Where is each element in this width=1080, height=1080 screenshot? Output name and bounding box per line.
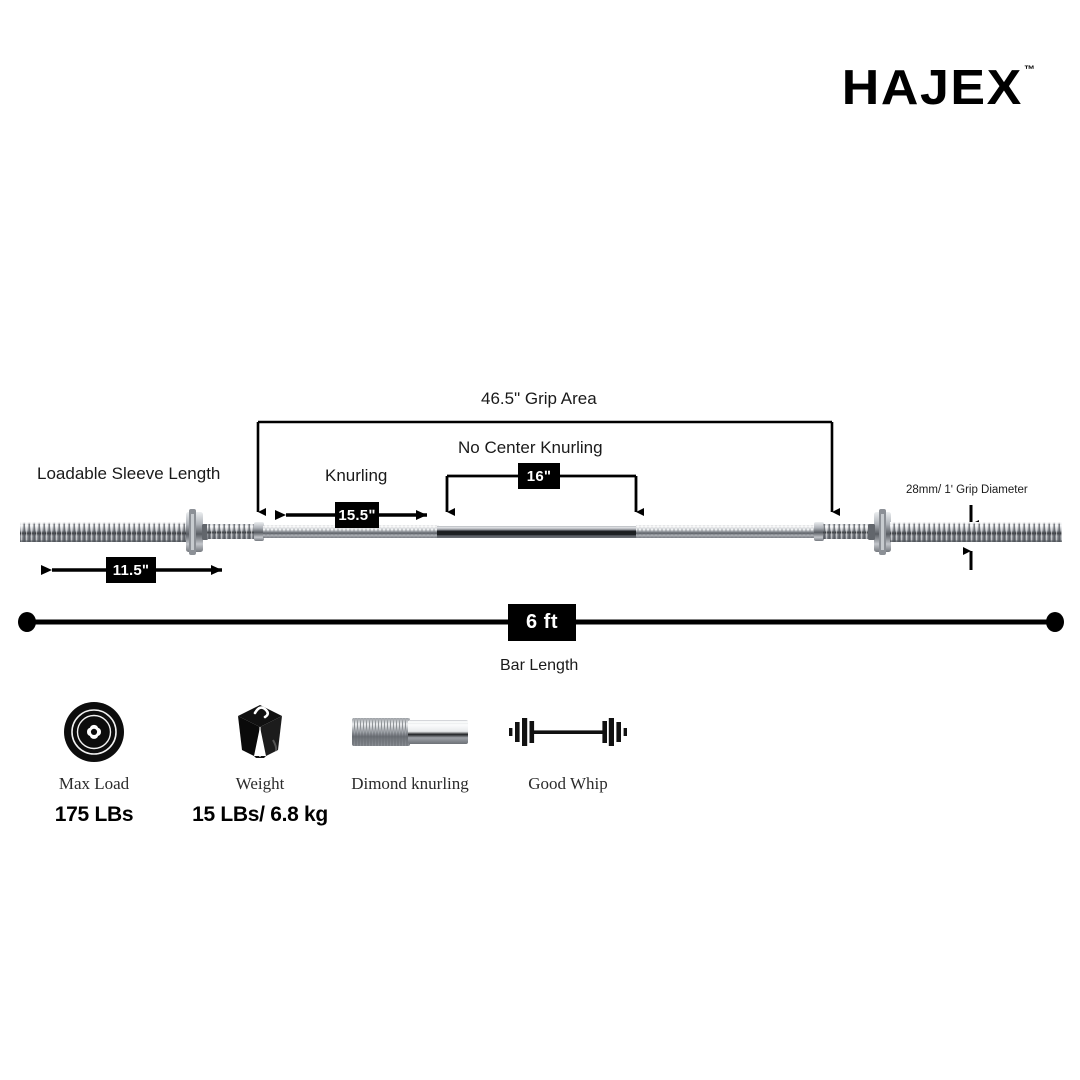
feature-weight: Weight 15 LBs/ 6.8 kg bbox=[182, 700, 338, 827]
sleeve-measurement-badge: 11.5ʺ bbox=[106, 557, 156, 583]
feature-max-load: Max Load 175 LBs bbox=[30, 700, 158, 827]
left-shaft-shoulder bbox=[254, 522, 264, 541]
left-loadable-sleeve bbox=[20, 522, 192, 542]
feature-label: Weight bbox=[235, 774, 285, 793]
weight-plate-icon bbox=[30, 700, 158, 764]
feature-value: 175 LBs bbox=[54, 803, 134, 826]
bar-length-badge: 6 ft bbox=[508, 604, 576, 641]
feature-good-whip: Good Whip bbox=[490, 700, 646, 803]
grip-area-label: 46.5ʺ Grip Area bbox=[481, 389, 597, 408]
center-smooth-shaft bbox=[437, 526, 638, 538]
barbell-icon bbox=[490, 700, 646, 764]
knurling-measurement-badge: 15.5ʺ bbox=[335, 502, 379, 528]
trademark-symbol: ™ bbox=[1024, 64, 1035, 76]
right-shaft-shoulder bbox=[814, 522, 824, 541]
feature-label: Dimond knurling bbox=[351, 774, 469, 793]
barbell-illustration bbox=[20, 509, 1062, 555]
kettlebell-weight-icon bbox=[182, 700, 338, 764]
brand-logo: HAJEX ™ bbox=[803, 62, 1035, 114]
grip-diameter-label: 28mm/ 1ʹ Grip Diameter bbox=[906, 484, 1028, 496]
feature-label: Max Load bbox=[58, 774, 130, 793]
knurled-bar-segment-icon bbox=[332, 700, 488, 764]
feature-value: 15 LBs/ 6.8 kg bbox=[192, 803, 328, 826]
left-spin-lock-collar bbox=[186, 509, 208, 555]
left-sleeve-stub bbox=[207, 524, 257, 539]
right-sleeve-stub bbox=[823, 524, 878, 539]
feature-diamond-knurling: Dimond knurling bbox=[332, 700, 488, 803]
brand-name: HAJEX bbox=[841, 61, 1023, 115]
grip-area-bracket bbox=[256, 420, 840, 516]
bar-length-caption: Bar Length bbox=[500, 657, 579, 674]
center-measurement-badge: 16ʺ bbox=[518, 463, 560, 489]
knurling-label: Knurling bbox=[325, 466, 388, 485]
right-knurled-grip bbox=[636, 525, 816, 538]
right-spin-lock-collar bbox=[868, 509, 891, 555]
right-loadable-sleeve bbox=[890, 522, 1062, 542]
feature-label: Good Whip bbox=[528, 774, 608, 793]
no-center-knurling-label: No Center Knurling bbox=[458, 438, 603, 457]
loadable-sleeve-length-label: Loadable Sleeve Length bbox=[37, 464, 221, 483]
